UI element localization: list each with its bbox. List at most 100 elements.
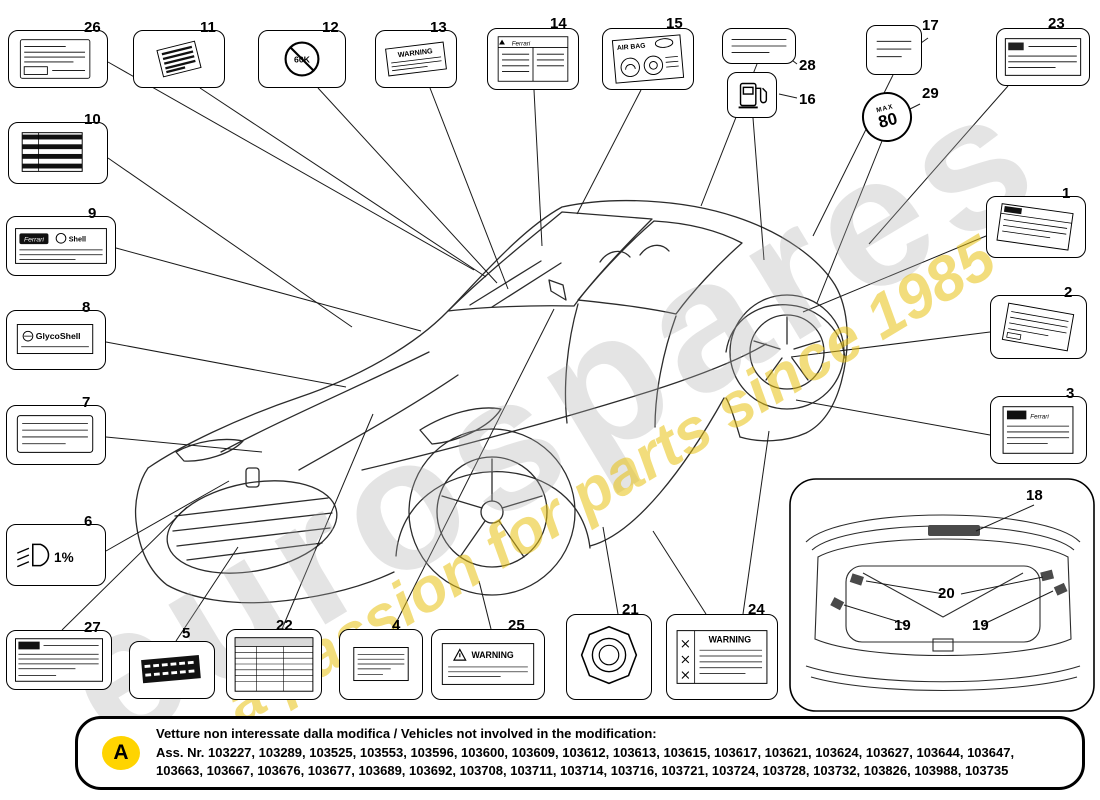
callout-number-6[interactable]: 6 <box>84 513 93 530</box>
callout-box-11[interactable] <box>133 30 225 88</box>
callout-number-9[interactable]: 9 <box>88 205 97 222</box>
table-label-art <box>234 637 314 692</box>
callout-box-21[interactable] <box>566 614 652 700</box>
callout-number-28[interactable]: 28 <box>799 57 816 74</box>
callout-number-25[interactable]: 25 <box>508 617 525 634</box>
callout-box-1[interactable] <box>986 196 1086 258</box>
sticker-art-27 <box>15 638 103 682</box>
callout-box-24[interactable]: WARNING <box>666 614 778 700</box>
callout-box-6[interactable]: 1% <box>6 524 106 586</box>
callout-box-12[interactable]: 60K <box>258 30 346 88</box>
callout-number-5[interactable]: 5 <box>182 625 191 642</box>
callout-box-28[interactable] <box>722 28 796 64</box>
callout-number-27[interactable]: 27 <box>84 619 101 636</box>
callout-number-2[interactable]: 2 <box>1064 284 1073 301</box>
callout-box-15[interactable]: AIR BAG <box>602 28 694 90</box>
callout-number-14[interactable]: 14 <box>550 15 567 32</box>
note-badge-letter: A <box>113 741 129 764</box>
callout-number-23[interactable]: 23 <box>1048 15 1065 32</box>
callout-number-29[interactable]: 29 <box>922 85 939 102</box>
ferrari-shell-label-art: Ferrari Shell <box>15 228 107 264</box>
callout-box-16[interactable] <box>727 72 777 118</box>
callout-box-8[interactable]: GlycoShell <box>6 310 106 370</box>
sticker-art-11 <box>156 40 202 78</box>
sticker-art-7 <box>16 415 94 453</box>
svg-text:Shell: Shell <box>69 235 86 244</box>
callout-number-4[interactable]: 4 <box>392 617 401 634</box>
sticker-art-5 <box>141 655 201 684</box>
callout-number-19-right[interactable]: 19 <box>972 617 989 634</box>
callout-number-1[interactable]: 1 <box>1062 185 1071 202</box>
callout-number-22[interactable]: 22 <box>276 617 293 634</box>
callout-box-3[interactable]: Ferrari <box>990 396 1087 464</box>
callout-box-26[interactable] <box>8 30 108 88</box>
sticker-art-2 <box>1001 302 1075 352</box>
callout-number-3[interactable]: 3 <box>1066 385 1075 402</box>
callout-box-7[interactable] <box>6 405 106 465</box>
glycoshell-label-art: GlycoShell <box>16 324 94 355</box>
modification-note: A Vetture non interessate dalla modifica… <box>75 716 1085 790</box>
grommet-icon <box>580 625 638 685</box>
callout-number-17[interactable]: 17 <box>922 17 939 34</box>
warning-striped-label-art: WARNING <box>676 630 768 684</box>
callout-box-10[interactable] <box>8 122 108 184</box>
callout-number-12[interactable]: 12 <box>322 19 339 36</box>
callout-number-7[interactable]: 7 <box>82 394 91 411</box>
svg-text:AIR BAG: AIR BAG <box>617 43 646 52</box>
callout-box-23[interactable] <box>996 28 1090 86</box>
headlamp-aim-icon: 1% <box>17 543 74 568</box>
sticker-art-10 <box>21 132 83 172</box>
svg-text:WARNING: WARNING <box>397 46 433 59</box>
sticker-art-1 <box>996 203 1074 251</box>
fuel-pump-icon <box>738 82 768 109</box>
sticker-art-17 <box>876 40 912 58</box>
callout-number-24[interactable]: 24 <box>748 601 765 618</box>
callout-number-21[interactable]: 21 <box>622 601 639 618</box>
callout-box-13[interactable]: WARNING <box>375 30 457 88</box>
callout-number-16[interactable]: 16 <box>799 91 816 108</box>
trunk-inset-drawing <box>789 478 1095 712</box>
car-drawing <box>134 199 848 604</box>
note-line-1: Ass. Nr. 103227, 103289, 103525, 103553,… <box>156 744 1015 760</box>
callout-number-26[interactable]: 26 <box>84 19 101 36</box>
callout-box-5[interactable] <box>129 641 215 699</box>
svg-text:WARNING: WARNING <box>471 650 513 660</box>
note-title: Vetture non interessate dalla modifica /… <box>156 725 657 741</box>
callout-number-13[interactable]: 13 <box>430 19 447 36</box>
svg-text:WARNING: WARNING <box>709 634 752 644</box>
svg-text:GlycoShell: GlycoShell <box>36 331 81 341</box>
prancing-horse-icon <box>499 39 505 45</box>
callout-box-25[interactable]: WARNING <box>431 629 545 700</box>
callout-box-27[interactable] <box>6 630 112 690</box>
ferrari-label-art: Ferrari <box>497 36 569 82</box>
callout-number-8[interactable]: 8 <box>82 299 91 316</box>
warning-label-art: WARNING <box>441 643 535 685</box>
callout-box-4[interactable] <box>339 629 423 700</box>
svg-text:Ferrari: Ferrari <box>512 40 531 47</box>
note-line-2: 103663, 103667, 103676, 103677, 103689, … <box>156 763 1009 779</box>
max-speed-badge-value: 80 <box>876 108 900 132</box>
callout-number-19-left[interactable]: 19 <box>894 617 911 634</box>
callout-box-2[interactable] <box>990 295 1087 359</box>
callout-box-17[interactable] <box>866 25 922 75</box>
callout-number-10[interactable]: 10 <box>84 111 101 128</box>
airbag-label-art: AIR BAG <box>611 34 685 84</box>
callout-box-22[interactable] <box>226 629 322 700</box>
callout-number-15[interactable]: 15 <box>666 15 683 32</box>
callout-box-14[interactable]: Ferrari <box>487 28 579 90</box>
callout-box-9[interactable]: Ferrari Shell <box>6 216 116 276</box>
callout-number-20[interactable]: 20 <box>938 585 955 602</box>
sticker-art-3: Ferrari <box>1002 406 1074 454</box>
svg-text:1%: 1% <box>54 550 74 565</box>
note-badge-a: A <box>102 736 140 770</box>
sticker-art-23 <box>1004 38 1082 76</box>
callout-number-18[interactable]: 18 <box>1026 487 1043 504</box>
warning-sticker-art: WARNING <box>385 41 447 77</box>
svg-text:Ferrari: Ferrari <box>24 237 44 244</box>
sticker-art-26 <box>19 39 91 79</box>
prohibition-icon: 60K <box>284 41 320 77</box>
callout-number-11[interactable]: 11 <box>200 19 216 36</box>
sticker-art-4 <box>353 647 409 682</box>
